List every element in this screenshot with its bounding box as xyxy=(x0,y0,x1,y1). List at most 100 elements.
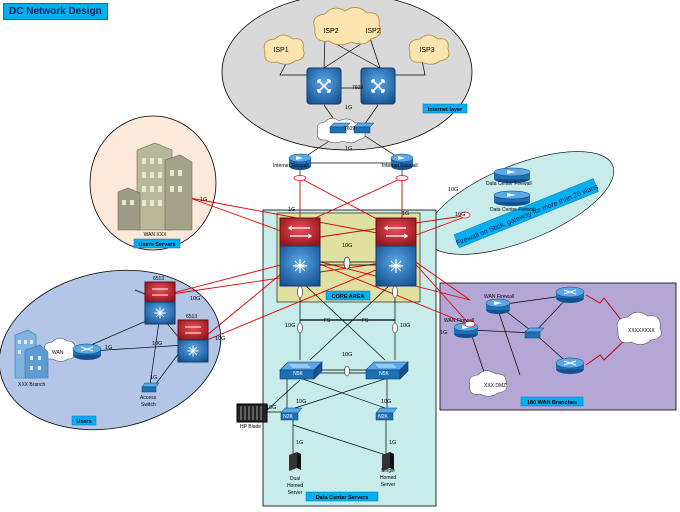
port-marker xyxy=(395,175,409,181)
internet-switch-right xyxy=(353,122,375,134)
building-icon xyxy=(117,142,193,231)
xxx-dmz-label: XXX DMZ xyxy=(484,383,506,389)
wan-serial-links xyxy=(585,294,626,366)
dc-links xyxy=(264,261,396,456)
internet-firewall-right-label: Internet Firewall xyxy=(382,163,418,169)
svg-text:1G: 1G xyxy=(296,440,303,446)
isp1-cloud xyxy=(263,34,305,65)
svg-text:1G: 1G xyxy=(150,375,157,381)
access-switch-label-1: Access xyxy=(140,395,157,401)
switch-6513-a-label: 6513 xyxy=(153,276,164,282)
svg-text:1G: 1G xyxy=(345,146,352,152)
n7k-right-label: N7K xyxy=(391,264,401,270)
wan-firewall-2-label: WAN Firewall xyxy=(444,318,474,324)
router-7609-label: 7609 xyxy=(352,85,363,91)
wan-router-bottom xyxy=(555,357,585,374)
dual-homed-label-1: Dual xyxy=(290,476,300,482)
internet-firewall-left xyxy=(288,153,312,170)
dual-homed-label-3: Server xyxy=(288,490,303,496)
port-marker xyxy=(293,175,307,181)
svg-text:10G: 10G xyxy=(448,187,458,193)
xxxxxxxx-cloud xyxy=(616,311,662,345)
single-homed-label-2: Homed xyxy=(380,475,396,481)
isp3-label: ISP3 xyxy=(419,47,434,54)
access-switch-icon xyxy=(141,382,160,393)
users-label: Users xyxy=(76,419,91,425)
users-wan-router xyxy=(72,343,102,360)
svg-text:10G: 10G xyxy=(215,336,225,342)
core-area-label: CORE AREA xyxy=(332,294,365,300)
isp2-label-left: ISP2 xyxy=(323,28,338,35)
n5k-left xyxy=(279,361,323,380)
n5k-right-label: N5K xyxy=(379,371,389,377)
switch-6513-a xyxy=(144,281,176,325)
svg-text:10G: 10G xyxy=(190,296,200,302)
svg-text:10G: 10G xyxy=(342,243,352,249)
dc-servers-label: Data Center Servers xyxy=(316,495,369,501)
svg-text:1G: 1G xyxy=(105,345,112,351)
svg-text:10G: 10G xyxy=(296,399,306,405)
svg-text:1G: 1G xyxy=(389,440,396,446)
n2k-right xyxy=(375,407,398,421)
isp-cloud-top xyxy=(313,7,382,46)
n7k-left-label: N7K xyxy=(295,264,305,270)
svg-text:10G: 10G xyxy=(455,212,465,218)
port-marker xyxy=(464,320,476,328)
n2k-left-label: N2K xyxy=(283,414,293,420)
svg-text:1G: 1G xyxy=(440,330,447,336)
router-7609-left xyxy=(306,67,342,105)
internet-firewall-right xyxy=(390,153,414,170)
speed-labels: 1G 1G 1G 1G 1G 10G 10G 10G 10G 10G 10G 1… xyxy=(105,105,465,446)
isp2-label-right: ISP2 xyxy=(365,28,380,35)
wan-cloud-label: WAN xyxy=(52,350,64,356)
dc-firewall-2-label: Data Center Firewall xyxy=(490,207,536,213)
dual-homed-server-icon xyxy=(289,452,301,471)
svg-text:10G: 10G xyxy=(342,352,352,358)
svg-text:10G: 10G xyxy=(152,341,162,347)
branch-building-icon xyxy=(14,329,49,379)
hp-blade-icon xyxy=(236,403,268,423)
fs-label-1: FS xyxy=(324,318,331,324)
port-marker xyxy=(459,211,471,219)
fs-label-2: FS xyxy=(362,318,369,324)
router-7609-right xyxy=(360,67,396,105)
wan-xxx-label: WAN XXX xyxy=(144,232,168,238)
internet-firewall-left-label: Internet Firewall xyxy=(273,163,309,169)
svg-text:1G: 1G xyxy=(288,207,295,213)
svg-text:1G: 1G xyxy=(402,211,409,217)
switch-6513-b xyxy=(177,319,209,363)
wan-switch xyxy=(524,327,545,339)
svg-text:10G: 10G xyxy=(285,323,295,329)
core-n7k-right xyxy=(375,217,417,287)
red-links xyxy=(164,177,471,346)
port-marker xyxy=(343,256,351,270)
single-homed-label-3: Server xyxy=(381,482,396,488)
svg-text:1G: 1G xyxy=(200,197,207,203)
switch-6513-b-label: 6513 xyxy=(186,314,197,320)
internet-layer-label: Internet layer xyxy=(428,107,463,113)
svg-text:10G: 10G xyxy=(400,323,410,329)
dual-homed-label-2: Homed xyxy=(287,483,303,489)
xxxxxxxx-label: XXXXXXXX xyxy=(628,328,655,334)
dc-firewall-2 xyxy=(493,190,531,206)
dc-firewall-1 xyxy=(493,167,531,183)
dc-firewall-1-label: Data Center Firewall xyxy=(486,181,532,187)
internet-switch-label: 7609 xyxy=(344,126,355,132)
single-homed-label-1: Single xyxy=(381,468,395,474)
single-homed-server-icon xyxy=(382,452,394,471)
isp1-label: ISP1 xyxy=(273,47,288,54)
wan-branches-label: 180 WAN Branches xyxy=(527,400,577,406)
n2k-right-label: N2K xyxy=(378,414,388,420)
xxx-dmz-cloud xyxy=(469,370,508,397)
diagram-title: DC Network Design xyxy=(3,3,108,20)
core-n7k-left xyxy=(279,217,321,287)
internet-switch-left xyxy=(329,122,351,134)
wan-firewall-1 xyxy=(485,298,511,314)
n2k-left xyxy=(280,407,303,421)
users-servers-label: Users Servers xyxy=(138,242,175,248)
svg-text:10G: 10G xyxy=(381,399,391,405)
svg-text:10G: 10G xyxy=(266,405,276,411)
n5k-right xyxy=(365,361,409,380)
